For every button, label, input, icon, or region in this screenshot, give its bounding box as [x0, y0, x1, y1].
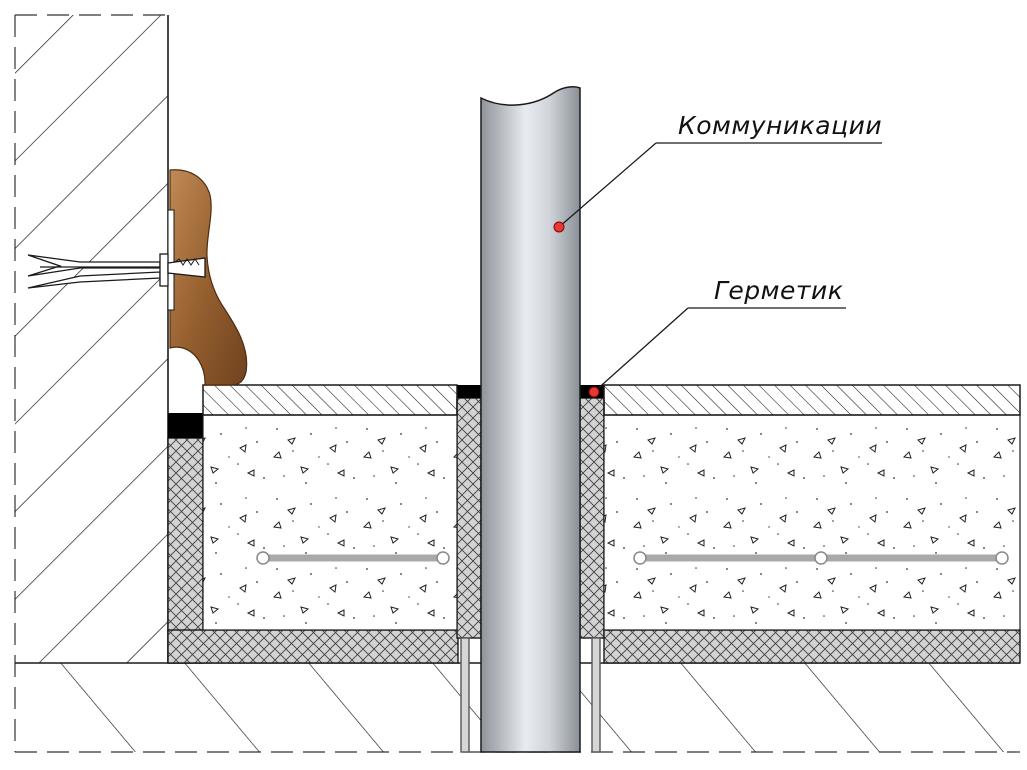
black-gaskets — [168, 385, 604, 438]
communications-marker — [553, 221, 565, 233]
sealant-marker — [588, 386, 600, 398]
skirting-board — [167, 169, 248, 386]
floor-screed — [202, 384, 1021, 416]
communication-pipe — [480, 86, 581, 753]
concrete-slab — [202, 414, 1021, 631]
sealant-label: Герметик — [714, 276, 843, 305]
red-dot-markers — [553, 221, 600, 398]
rebar — [256, 551, 1009, 565]
wall-section — [15, 14, 169, 663]
anchor-dowel-icon — [27, 253, 206, 289]
communications-label: Коммуникации — [678, 111, 882, 140]
pipe-sleeve — [460, 637, 601, 753]
leader-lines — [558, 142, 882, 393]
